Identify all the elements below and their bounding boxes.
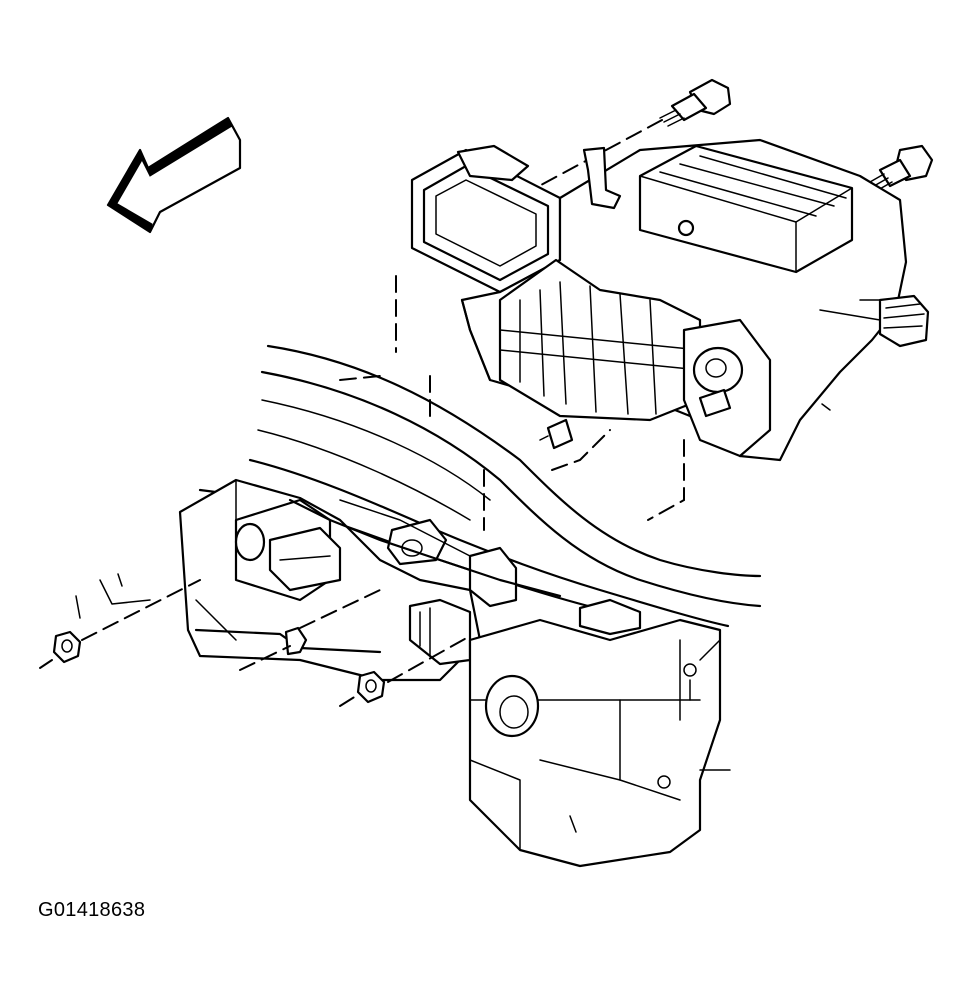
hvac-module: [410, 138, 930, 462]
direction-arrow-icon: [106, 116, 242, 234]
figure-id-label: G01418638: [38, 899, 146, 921]
bolt-icon: [659, 78, 732, 127]
nut-icon: [356, 670, 386, 704]
stud-icon: [284, 626, 308, 656]
nut-icon: [52, 630, 82, 664]
bolt-icon: [869, 144, 934, 191]
cowl-panel: [178, 344, 762, 868]
